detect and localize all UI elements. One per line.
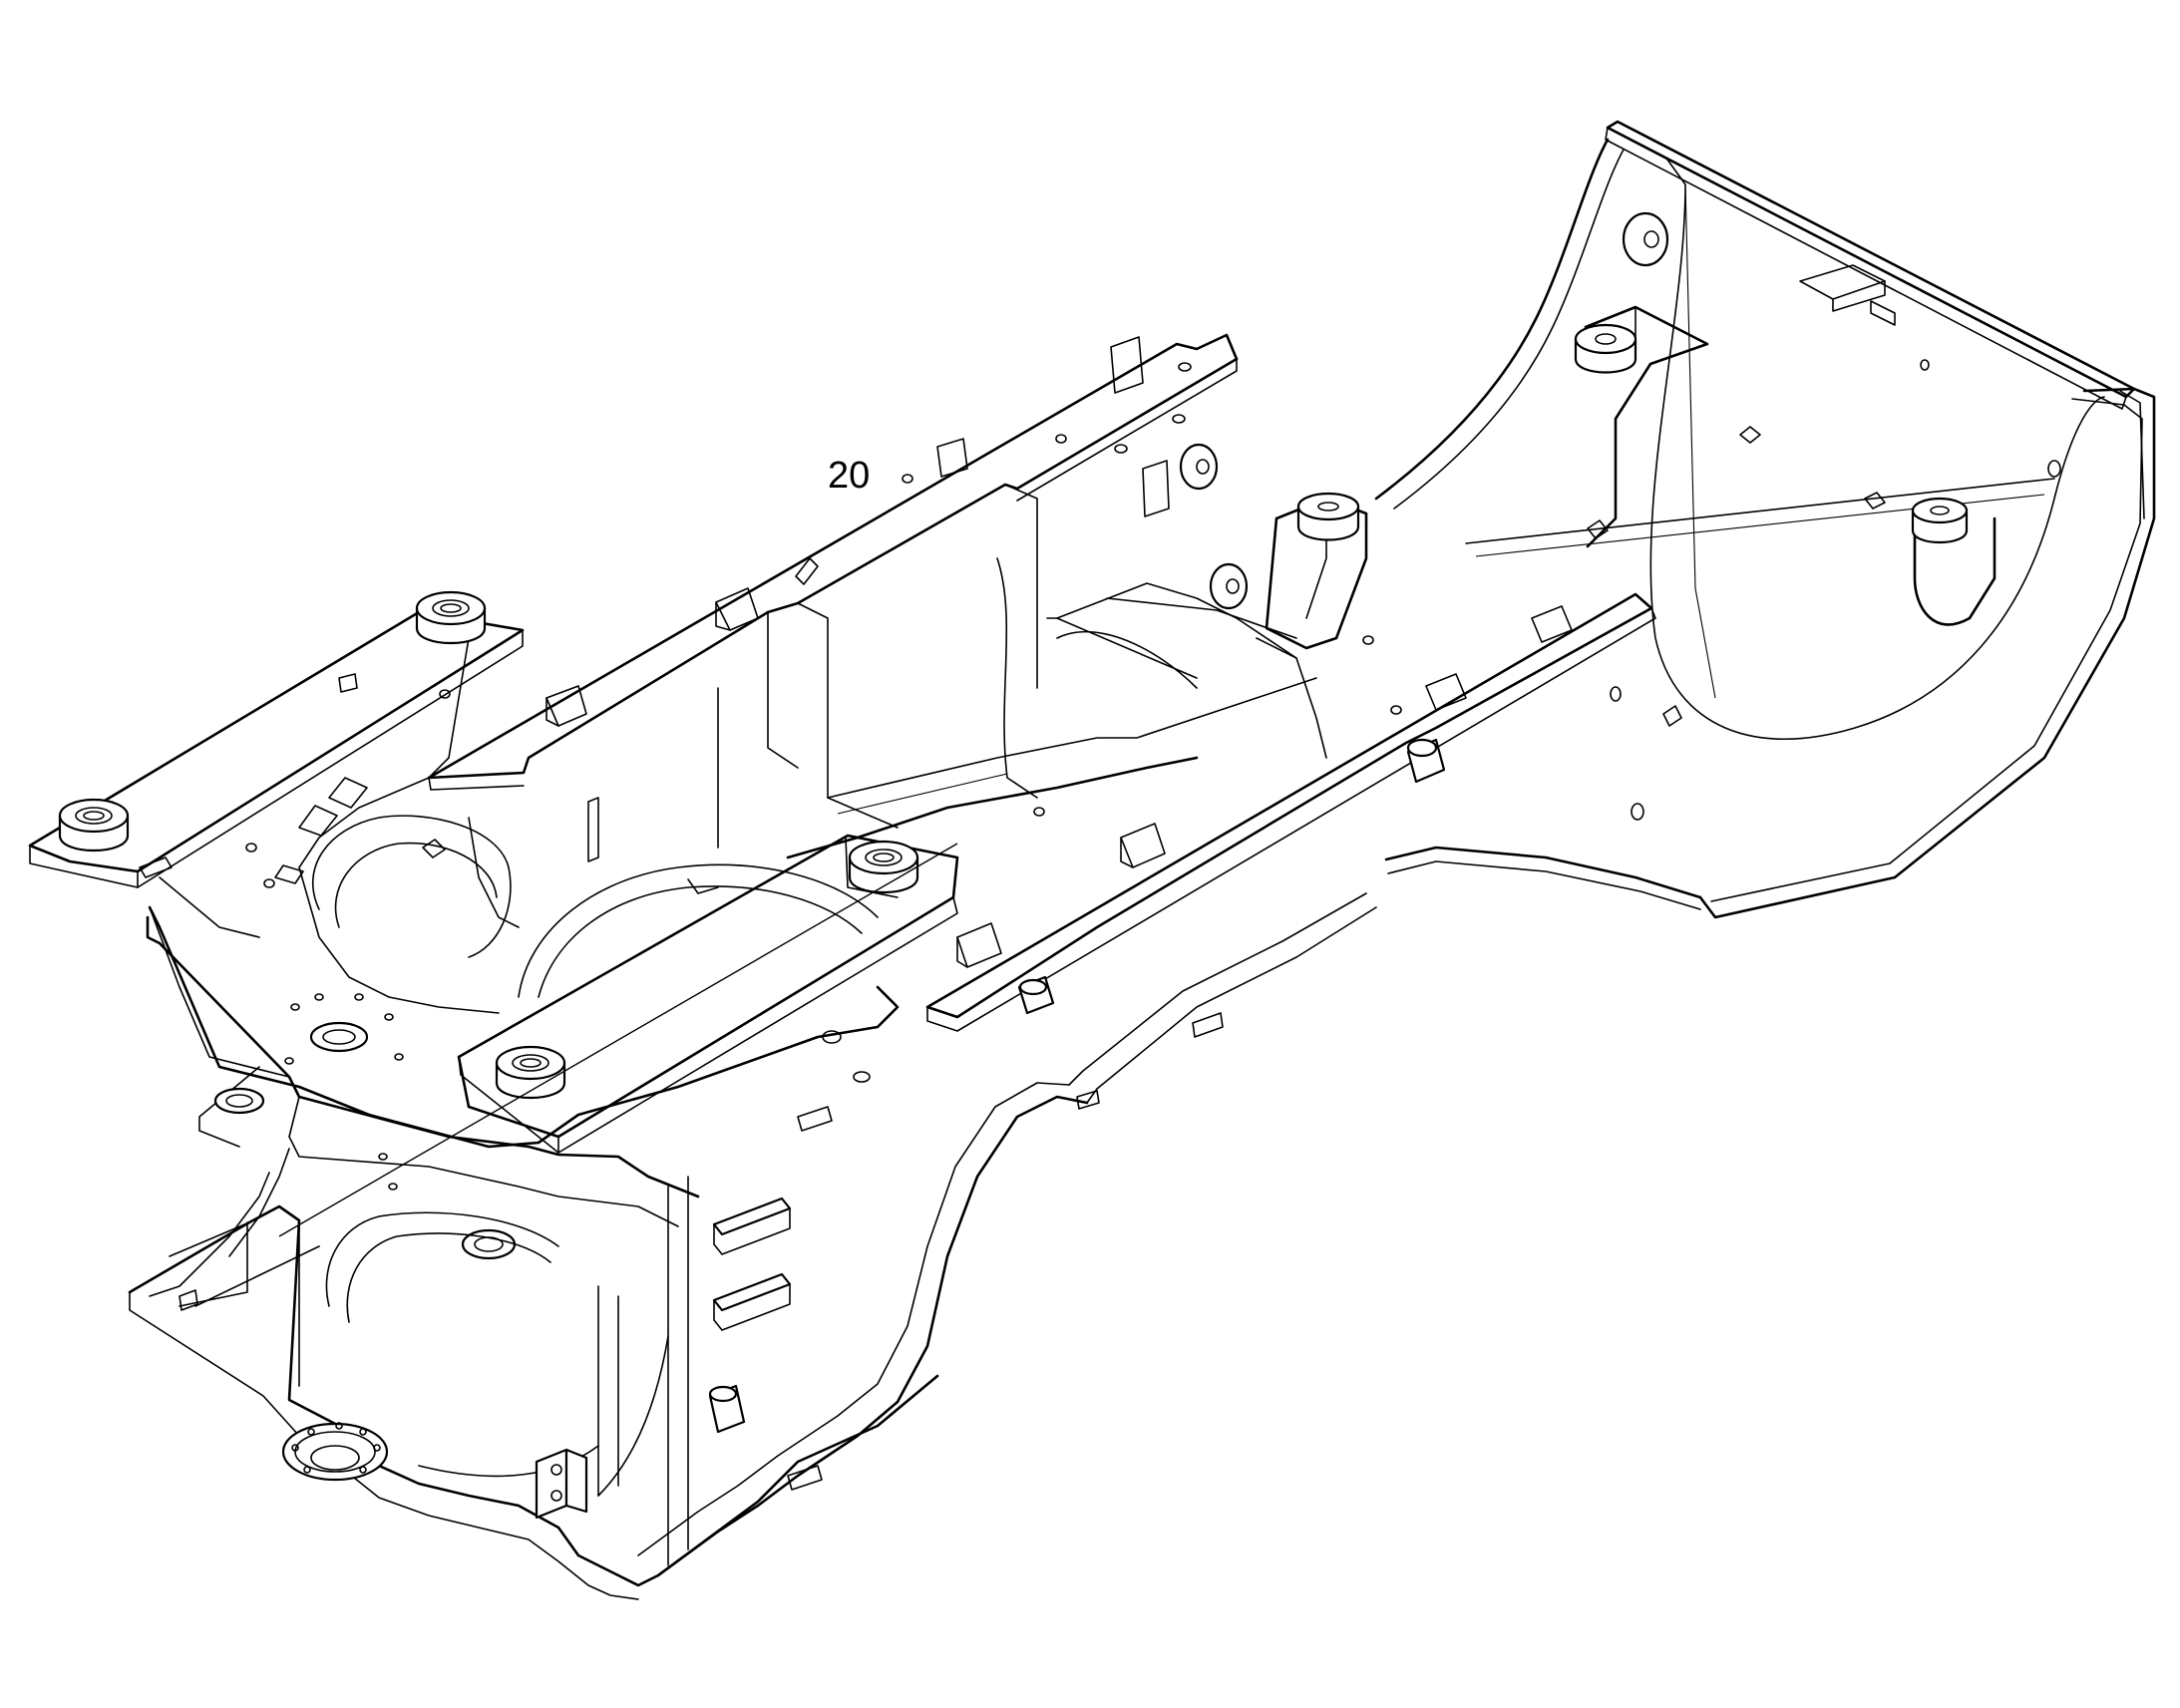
rear-frame-section bbox=[1374, 120, 2156, 919]
main-center-frame bbox=[427, 333, 1656, 1032]
center-bushings bbox=[545, 336, 1573, 1015]
front-upper-deck bbox=[28, 610, 959, 1227]
rear-mount-pads bbox=[1574, 211, 2061, 821]
front-deck-bosses bbox=[58, 590, 919, 1260]
callout-label-20: 20 bbox=[828, 455, 871, 497]
callout-leader-20 bbox=[278, 843, 958, 1237]
front-wheel-openings bbox=[311, 815, 879, 1323]
lower-chassis-details bbox=[179, 1012, 1224, 1520]
front-lower-chassis bbox=[128, 892, 1377, 1600]
